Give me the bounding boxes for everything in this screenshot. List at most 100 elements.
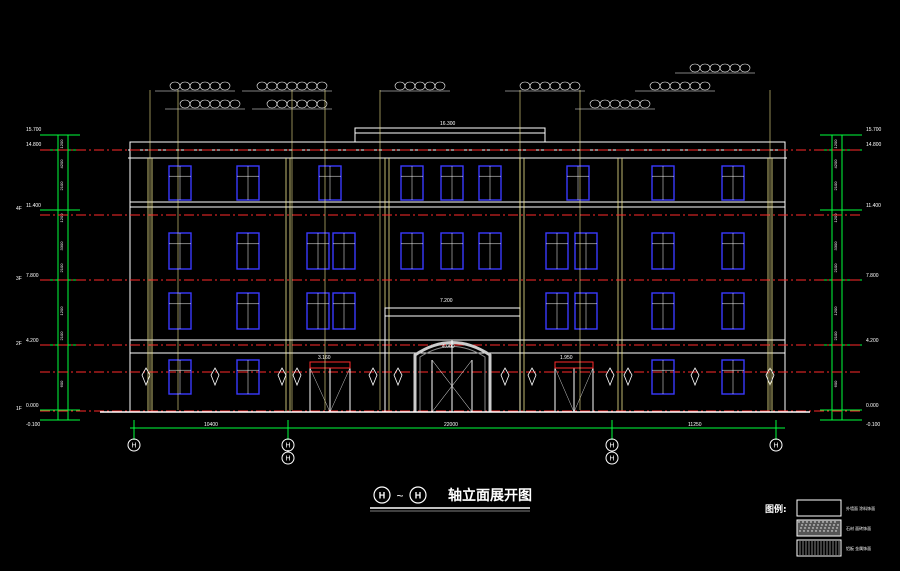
window xyxy=(440,232,464,270)
roof-center-level: 16.300 xyxy=(440,121,456,127)
legend-item-3: 铝板 金属饰面 xyxy=(846,545,871,551)
tag-bubble xyxy=(209,99,221,109)
tag-bubble xyxy=(276,99,288,109)
left-floor-4: 4F xyxy=(16,206,22,212)
tag-bubble xyxy=(316,99,328,109)
tag-bubble xyxy=(599,99,611,109)
title-tilde: ~ xyxy=(396,489,403,503)
tag-bubble xyxy=(689,81,701,91)
segment-dimension: 4200 xyxy=(833,159,838,169)
tag-bubble xyxy=(639,99,651,109)
left-door-dimension: 3.160 xyxy=(318,355,331,361)
tag-bubble xyxy=(296,81,308,91)
left-floor-2: 2F xyxy=(16,341,22,347)
left-level-6: 0.000 xyxy=(26,403,39,409)
tag-bubble xyxy=(539,81,551,91)
window xyxy=(236,292,260,330)
legend-swatch-plain xyxy=(796,499,842,517)
tag-bubble xyxy=(296,99,308,109)
window xyxy=(236,232,260,270)
segment-dimension: 1200 xyxy=(833,306,838,316)
tag-bubble xyxy=(739,63,751,73)
span-1: 10400 xyxy=(204,422,218,428)
window xyxy=(440,165,464,201)
right-level-2: 14.800 xyxy=(866,142,882,148)
axis-bubble-4: H xyxy=(769,438,783,452)
window xyxy=(651,232,675,270)
side-door-left: 3.160 xyxy=(309,355,351,413)
span-2: 22000 xyxy=(444,422,458,428)
left-level-3: 11.400 xyxy=(26,203,41,209)
tag-bubble xyxy=(189,99,201,109)
tag-bubble xyxy=(266,81,278,91)
segment-dimension: 1200 xyxy=(833,213,838,223)
building-facade: 16.300 7.200 4.000 xyxy=(40,121,862,413)
side-door-right: 1.950 xyxy=(554,355,594,413)
tag-bubble xyxy=(699,81,711,91)
svg-text:H: H xyxy=(773,443,778,450)
tag-bubble xyxy=(679,81,691,91)
tag-bubble xyxy=(414,81,426,91)
tag-bubble xyxy=(229,99,241,109)
window xyxy=(545,232,569,270)
svg-text:H: H xyxy=(609,443,614,450)
segment-dimension: 3300 xyxy=(59,241,64,251)
tag-bubble xyxy=(709,63,721,73)
left-level-2: 14.800 xyxy=(26,142,42,148)
left-level-7: -0.100 xyxy=(26,422,40,428)
tag-bubble xyxy=(209,81,221,91)
axis-bubbles: H H H H H H xyxy=(127,438,783,465)
axis-dimension-line: 10400 22000 11250 xyxy=(130,420,785,440)
svg-text:H: H xyxy=(285,456,290,463)
segment-dimension: 1200 xyxy=(833,139,838,149)
segment-dimension: 4200 xyxy=(59,159,64,169)
tag-bubble xyxy=(394,81,406,91)
tag-bubble xyxy=(434,81,446,91)
window xyxy=(545,292,569,330)
window xyxy=(566,165,590,201)
left-level-4: 7.800 xyxy=(26,273,39,279)
segment-dimension: 2100 xyxy=(59,331,64,341)
tag-bubble xyxy=(306,81,318,91)
main-entrance: 7.200 4.000 xyxy=(384,298,521,413)
wall-lamps xyxy=(141,367,775,387)
roof-parapet xyxy=(354,127,546,143)
tag-bubble xyxy=(219,81,231,91)
segment-dimension: 2100 xyxy=(833,331,838,341)
window xyxy=(651,165,675,201)
legend-swatch-metal xyxy=(796,539,842,557)
segment-dimension: 1200 xyxy=(59,306,64,316)
tag-bubble xyxy=(549,81,561,91)
window xyxy=(168,165,192,201)
window xyxy=(721,165,745,201)
right-level-5: 4.200 xyxy=(866,338,879,344)
tag-bubble xyxy=(199,81,211,91)
tag-bubble xyxy=(619,99,631,109)
tag-bubble xyxy=(286,81,298,91)
tag-bubble xyxy=(169,81,181,91)
window-grid xyxy=(168,165,745,395)
window xyxy=(306,232,330,270)
legend: 图例: 外墙面 涂料饰面 石材 面砖饰面 铝板 金属饰面 xyxy=(765,499,875,557)
title-axis-to: H xyxy=(415,491,422,501)
lamp xyxy=(292,367,302,387)
tag-bubble xyxy=(729,63,741,73)
segment-dimension: 3300 xyxy=(833,241,838,251)
segment-dimension: 600 xyxy=(59,380,64,387)
window xyxy=(168,359,192,395)
tag-bubble xyxy=(404,81,416,91)
tag-bubble xyxy=(179,99,191,109)
tag-bubble xyxy=(629,99,641,109)
tag-bubble xyxy=(669,81,681,91)
legend-item-2: 石材 面砖饰面 xyxy=(846,525,871,531)
right-level-6: 0.000 xyxy=(866,403,879,409)
tag-bubble xyxy=(519,81,531,91)
axis-bubble-1: H xyxy=(127,438,141,452)
segment-dimension: 1200 xyxy=(59,139,64,149)
window xyxy=(721,292,745,330)
tag-bubble xyxy=(219,99,231,109)
window xyxy=(478,165,502,201)
legend-swatch-stone xyxy=(796,519,842,537)
window xyxy=(651,359,675,395)
window xyxy=(400,232,424,270)
